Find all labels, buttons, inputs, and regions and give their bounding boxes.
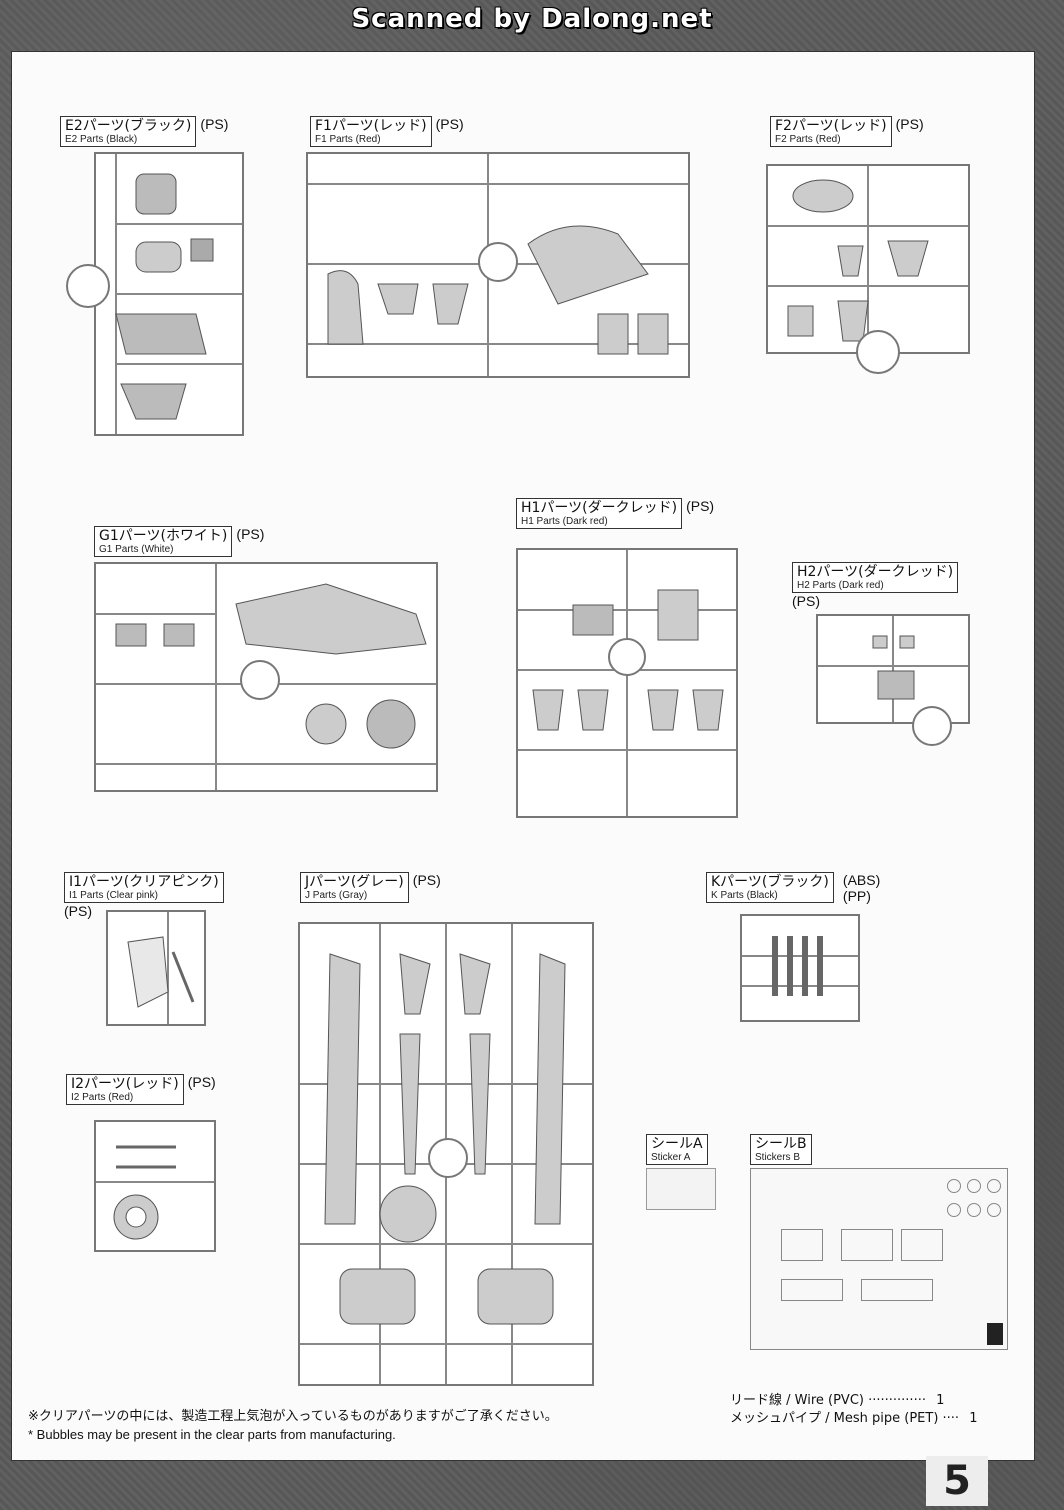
extra-mesh-pipe: メッシュパイプ / Mesh pipe (PET) ···· 1 bbox=[730, 1410, 977, 1428]
h2-runner-drawing bbox=[818, 616, 968, 722]
j-parts-label: Jパーツ(グレー)J Parts (Gray) (PS) bbox=[300, 872, 441, 903]
sticker-dot bbox=[947, 1179, 961, 1193]
sticker-dot bbox=[987, 1203, 1001, 1217]
f1-jp: F1パーツ(レッド) bbox=[315, 118, 427, 134]
e2-material: (PS) bbox=[200, 116, 229, 132]
e2-runner-ring bbox=[66, 264, 110, 308]
f1-runner-ring bbox=[478, 242, 518, 282]
extras-list: リード線 / Wire (PVC) ·············· 1 メッシュパ… bbox=[730, 1392, 977, 1428]
sticker-a-en: Sticker A bbox=[651, 1152, 691, 1163]
h2-en: H2 Parts (Dark red) bbox=[797, 580, 884, 591]
i1-parts-label: I1パーツ(クリアピンク)I1 Parts (Clear pink) (PS) bbox=[64, 872, 224, 919]
g1-material: (PS) bbox=[236, 526, 265, 542]
h1-parts-label: H1パーツ(ダークレッド)H1 Parts (Dark red) (PS) bbox=[516, 498, 714, 529]
sticker-block bbox=[901, 1229, 943, 1261]
extra-wire-dots: ·············· bbox=[868, 1393, 926, 1408]
k-runner-drawing bbox=[742, 936, 858, 996]
extra-mesh-qty: 1 bbox=[969, 1411, 978, 1426]
f2-en: F2 Parts (Red) bbox=[775, 134, 841, 145]
k-runner bbox=[740, 914, 860, 1022]
h1-runner-ring bbox=[608, 638, 646, 676]
e2-parts-label: E2パーツ(ブラック)E2 Parts (Black) (PS) bbox=[60, 116, 228, 147]
f1-runner-drawing bbox=[308, 154, 688, 376]
i1-runner bbox=[106, 910, 206, 1026]
h1-jp: H1パーツ(ダークレッド) bbox=[521, 500, 678, 516]
sticker-block bbox=[841, 1229, 893, 1261]
e2-runner bbox=[94, 152, 244, 436]
j-jp: Jパーツ(グレー) bbox=[305, 874, 404, 890]
note-en: * Bubbles may be present in the clear pa… bbox=[28, 1427, 396, 1442]
k-parts-label: Kパーツ(ブラック)K Parts (Black) (ABS) (PP) bbox=[706, 872, 880, 904]
i2-jp: I2パーツ(レッド) bbox=[71, 1076, 179, 1092]
sticker-b-en: Stickers B bbox=[755, 1152, 801, 1163]
j-material: (PS) bbox=[412, 872, 441, 888]
i1-en: I1 Parts (Clear pink) bbox=[69, 890, 158, 901]
note-jp: ※クリアパーツの中には、製造工程上気泡が入っているものがありますがご了承ください… bbox=[28, 1409, 558, 1424]
i1-runner-drawing bbox=[127, 912, 195, 1024]
sticker-a-sheet bbox=[646, 1168, 716, 1210]
h1-runner-drawing bbox=[518, 550, 736, 816]
f2-runner bbox=[766, 164, 970, 354]
i2-runner bbox=[94, 1120, 216, 1252]
h2-jp: H2パーツ(ダークレッド) bbox=[797, 564, 954, 580]
sticker-dot bbox=[967, 1203, 981, 1217]
f2-runner-ring bbox=[856, 330, 900, 374]
k-en: K Parts (Black) bbox=[711, 890, 778, 901]
g1-runner-ring bbox=[240, 660, 280, 700]
h1-en: H1 Parts (Dark red) bbox=[521, 516, 608, 527]
clear-parts-note: ※クリアパーツの中には、製造工程上気泡が入っているものがありますがご了承ください… bbox=[28, 1408, 558, 1444]
g1-runner-drawing bbox=[96, 564, 436, 790]
sticker-block bbox=[861, 1279, 933, 1301]
e2-jp: E2パーツ(ブラック) bbox=[65, 118, 192, 134]
g1-parts-label: G1パーツ(ホワイト)G1 Parts (White) (PS) bbox=[94, 526, 264, 557]
k-jp: Kパーツ(ブラック) bbox=[711, 874, 829, 890]
e2-runner-drawing bbox=[115, 154, 242, 434]
j-en: J Parts (Gray) bbox=[305, 890, 368, 901]
i2-runner-drawing bbox=[96, 1145, 214, 1240]
i2-en: I2 Parts (Red) bbox=[71, 1092, 134, 1103]
f1-parts-label: F1パーツ(レッド)F1 Parts (Red) (PS) bbox=[310, 116, 464, 147]
e2-en: E2 Parts (Black) bbox=[65, 134, 138, 145]
extra-wire: リード線 / Wire (PVC) ·············· 1 bbox=[730, 1392, 977, 1410]
scan-banner: Scanned by Dalong.net bbox=[351, 4, 713, 34]
h2-runner-ring bbox=[912, 706, 952, 746]
sticker-a-jp: シールA bbox=[651, 1136, 703, 1152]
sticker-b-sheet bbox=[750, 1168, 1008, 1350]
k-material-1: (ABS) bbox=[842, 872, 881, 888]
i2-parts-label: I2パーツ(レッド)I2 Parts (Red) (PS) bbox=[66, 1074, 216, 1105]
i1-material: (PS) bbox=[64, 903, 92, 919]
i1-jp: I1パーツ(クリアピンク) bbox=[69, 874, 219, 890]
extra-mesh-dots: ···· bbox=[942, 1411, 960, 1426]
h2-material: (PS) bbox=[792, 593, 820, 609]
h2-runner bbox=[816, 614, 970, 724]
extra-wire-label: リード線 / Wire (PVC) bbox=[730, 1393, 864, 1408]
h1-material: (PS) bbox=[686, 498, 715, 514]
sticker-dot bbox=[947, 1203, 961, 1217]
i2-material: (PS) bbox=[187, 1074, 216, 1090]
f1-en: F1 Parts (Red) bbox=[315, 134, 381, 145]
g1-jp: G1パーツ(ホワイト) bbox=[99, 528, 228, 544]
sticker-dot bbox=[967, 1179, 981, 1193]
sticker-b-jp: シールB bbox=[755, 1136, 807, 1152]
h1-runner bbox=[516, 548, 738, 818]
f2-jp: F2パーツ(レッド) bbox=[775, 118, 887, 134]
f2-material: (PS) bbox=[895, 116, 924, 132]
sticker-block bbox=[781, 1229, 823, 1261]
extra-wire-qty: 1 bbox=[936, 1393, 945, 1408]
j-runner-ring bbox=[428, 1138, 468, 1178]
g1-en: G1 Parts (White) bbox=[99, 544, 174, 555]
f1-material: (PS) bbox=[435, 116, 464, 132]
k-material-2: (PP) bbox=[842, 888, 871, 904]
sticker-dot bbox=[987, 1179, 1001, 1193]
sticker-block bbox=[781, 1279, 843, 1301]
bandai-logo bbox=[987, 1323, 1003, 1345]
extra-mesh-label: メッシュパイプ / Mesh pipe (PET) bbox=[730, 1411, 939, 1426]
page-number: 5 bbox=[926, 1456, 988, 1506]
h2-parts-label: H2パーツ(ダークレッド)H2 Parts (Dark red) (PS) bbox=[792, 562, 959, 609]
j-runner-drawing bbox=[300, 924, 592, 1384]
f2-runner-drawing bbox=[768, 166, 968, 352]
f2-parts-label: F2パーツ(レッド)F2 Parts (Red) (PS) bbox=[770, 116, 924, 147]
